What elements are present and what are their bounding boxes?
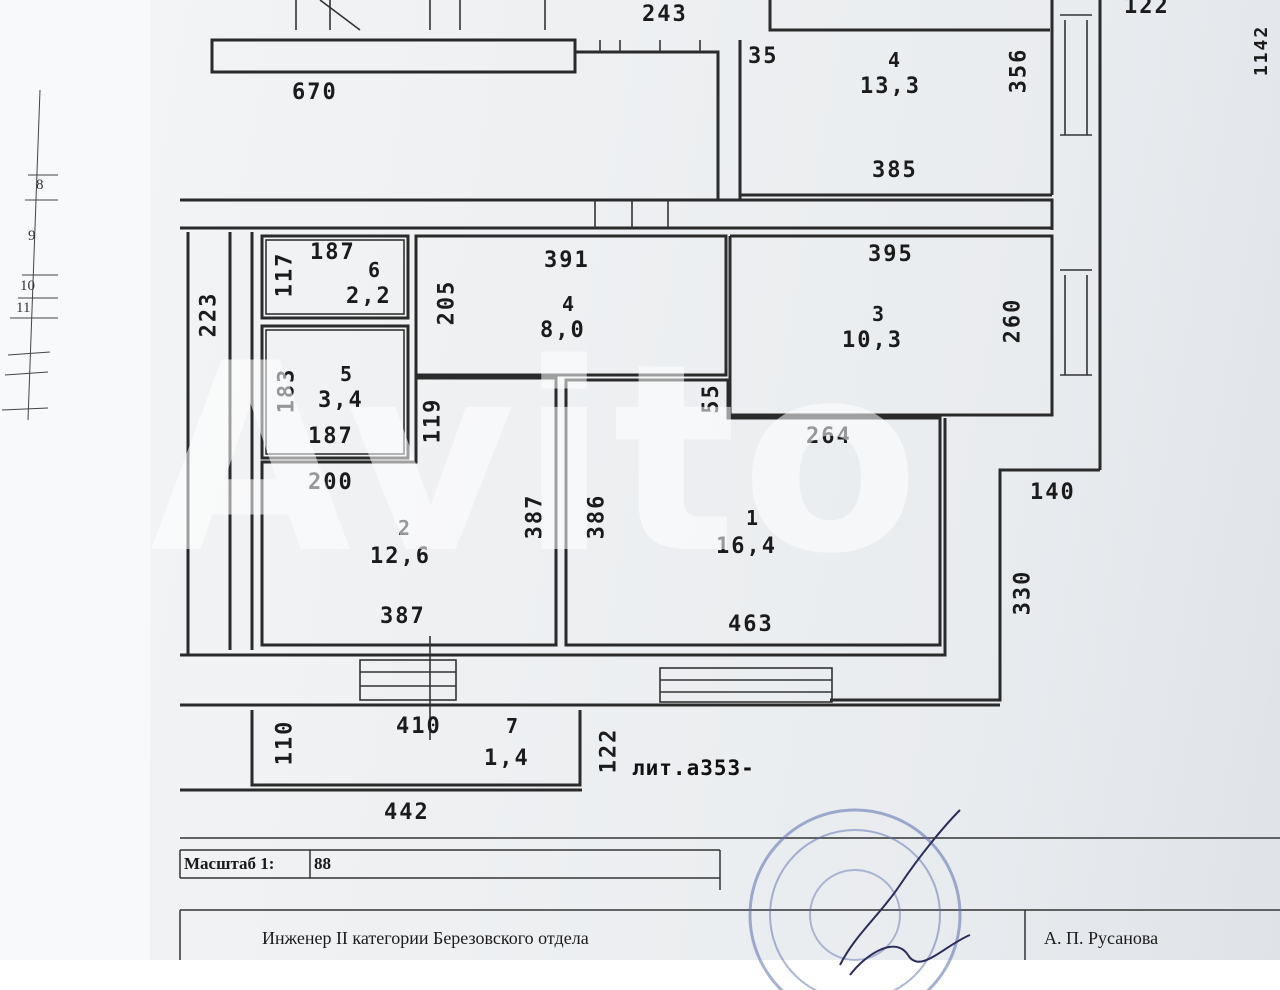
dimension-label: 387 bbox=[522, 493, 548, 540]
dimension-label: 187 bbox=[308, 424, 354, 449]
adjacent-page-edge bbox=[0, 0, 150, 960]
dimension-label: 395 bbox=[868, 242, 914, 267]
dimension-label: 117 bbox=[272, 251, 298, 298]
engineer-name: А. П. Русанова bbox=[1044, 928, 1159, 948]
dimension-label: 205 bbox=[434, 279, 460, 326]
room-area: 13,3 bbox=[860, 74, 921, 99]
official-stamp bbox=[748, 808, 971, 990]
room-number: 7 bbox=[506, 714, 519, 738]
dimension-label: 463 bbox=[728, 612, 774, 637]
dimension-label: 264 bbox=[806, 424, 852, 449]
dimension-label: 356 bbox=[1006, 47, 1032, 94]
room-number: 5 bbox=[340, 362, 353, 386]
room-number: 4 bbox=[562, 292, 575, 316]
dimension-label: 119 bbox=[420, 397, 446, 444]
dimension-label: 260 bbox=[1000, 297, 1026, 344]
room-area: 8,0 bbox=[540, 318, 586, 343]
dimension-label: 391 bbox=[544, 248, 590, 273]
dimension-label: 223 bbox=[196, 291, 222, 338]
dimension-label: 55 bbox=[698, 383, 724, 414]
room-number: 2 bbox=[398, 516, 411, 540]
dimension-label: 243 bbox=[642, 2, 688, 27]
edge-number: 8 bbox=[36, 177, 44, 193]
dimension-label: 330 bbox=[1010, 569, 1036, 616]
dimension-label: 385 bbox=[872, 158, 918, 183]
room-area: 2,2 bbox=[346, 284, 392, 309]
scale-label: Масштаб 1: bbox=[184, 854, 275, 873]
edge-number: 11 bbox=[16, 300, 31, 316]
dimension-label: 187 bbox=[310, 240, 356, 265]
dimension-label: 110 bbox=[272, 719, 298, 766]
scale-value: 88 bbox=[314, 854, 331, 873]
dimension-label: 122 bbox=[1124, 0, 1170, 19]
dimension-label: 670 bbox=[292, 80, 338, 105]
room-area: 12,6 bbox=[370, 544, 431, 569]
engineer-title: Инженер II категории Березовского отдела bbox=[262, 928, 589, 948]
edge-number: 10 bbox=[20, 278, 35, 294]
dimension-label: 200 bbox=[308, 470, 354, 495]
edge-number: 9 bbox=[28, 228, 36, 244]
dimension-label: 410 bbox=[396, 714, 442, 739]
room-number: 6 bbox=[368, 258, 381, 282]
room-number: 3 bbox=[872, 302, 885, 326]
liter-label: лит.а353- bbox=[632, 756, 755, 780]
room-area: 3,4 bbox=[318, 388, 364, 413]
floor-plan-drawing bbox=[1, 0, 1280, 960]
room-number: 4 bbox=[888, 48, 901, 72]
dimension-label: 140 bbox=[1030, 480, 1076, 505]
room-area: 10,3 bbox=[842, 328, 903, 353]
room-area: 16,4 bbox=[716, 534, 777, 559]
dimension-label: 122 bbox=[596, 727, 622, 774]
dimension-label: 35 bbox=[748, 44, 779, 69]
room-number: 1 bbox=[746, 506, 759, 530]
dimension-label: 1142 bbox=[1251, 24, 1273, 77]
room-area: 1,4 bbox=[484, 746, 530, 771]
dimension-label: 183 bbox=[274, 367, 300, 414]
dimension-label: 442 bbox=[384, 800, 430, 825]
dimension-label: 387 bbox=[380, 604, 426, 629]
dimension-label: 386 bbox=[584, 493, 610, 540]
